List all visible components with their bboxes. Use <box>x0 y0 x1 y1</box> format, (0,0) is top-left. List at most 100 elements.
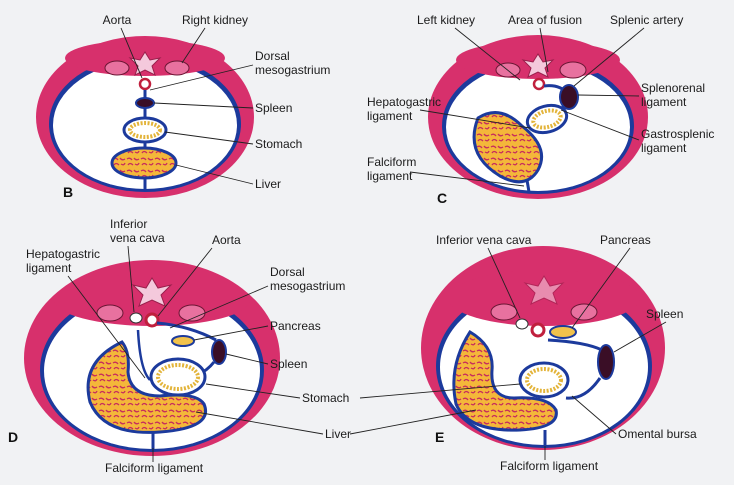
leader-spleen <box>153 102 254 109</box>
label-spleen: Spleen <box>255 101 292 115</box>
leader-liver <box>195 411 324 435</box>
label-splenorenal-2: ligament <box>641 95 687 109</box>
aorta <box>532 77 546 91</box>
label-ivc-1: Inferior <box>110 217 147 231</box>
leader-aorta <box>157 247 213 317</box>
spleen <box>211 339 227 365</box>
leader-splenorenal <box>577 94 640 97</box>
panel-e: Inferior vena cava Pancreas Spleen Oment… <box>349 233 697 473</box>
hepatogastric-membrane <box>136 329 151 381</box>
label-falciform: Falciform ligament <box>500 459 599 473</box>
label-stomach: Stomach <box>302 391 349 405</box>
leader-right-kidney <box>181 27 206 64</box>
leader-hepatogastric <box>67 275 146 379</box>
label-hepatogastric-1: Hepatogastric <box>26 247 100 261</box>
panel-letter-d: D <box>8 429 18 445</box>
right-kidney <box>104 60 130 76</box>
label-omental-bursa: Omental bursa <box>618 427 697 441</box>
label-liver: Liver <box>325 427 351 441</box>
label-spleen: Spleen <box>646 307 683 321</box>
ventral-mesentery <box>525 179 531 193</box>
leader-dorsal <box>149 64 254 91</box>
liver <box>452 329 558 432</box>
leader-splenic-artery <box>573 27 645 87</box>
spleen <box>135 97 155 109</box>
label-liver: Liver <box>255 177 281 191</box>
label-gastrosplenic-2: ligament <box>641 141 687 155</box>
leader-falciform <box>409 171 525 187</box>
leader-spleen <box>613 321 667 353</box>
leader-pancreas <box>193 325 269 341</box>
leader-liver-to-e <box>349 409 477 435</box>
leader-pancreas <box>571 247 631 329</box>
leader-area-fusion <box>539 27 549 73</box>
liver <box>472 111 543 184</box>
panel-c: Left kidney Area of fusion Splenic arter… <box>367 13 714 206</box>
panel-d: Inferior vena cava Aorta Hepatogastric l… <box>8 217 351 475</box>
vertebra <box>128 51 162 76</box>
left-kidney <box>559 61 587 79</box>
dorsal-mesogastrium <box>547 338 603 352</box>
label-dorsal-1: Dorsal <box>270 265 305 279</box>
label-ivc: Inferior vena cava <box>436 233 532 247</box>
leader-ivc <box>487 247 521 319</box>
label-dorsal-1: Dorsal <box>255 49 290 63</box>
stomach-wall <box>156 363 200 391</box>
stomach-wall <box>525 367 563 393</box>
label-area-fusion: Area of fusion <box>508 13 582 27</box>
leader-stomach-to-e <box>359 383 521 399</box>
leader-left-kidney <box>454 27 521 81</box>
label-aorta: Aorta <box>103 13 132 27</box>
right-kidney <box>490 303 518 321</box>
pancreas <box>549 325 577 339</box>
liver <box>86 340 207 434</box>
omental-bursa-membrane <box>565 377 602 400</box>
label-hepatogastric-2: ligament <box>367 109 413 123</box>
right-kidney <box>96 304 124 322</box>
vertebra <box>131 277 173 307</box>
label-hepatogastric-1: Hepatogastric <box>367 95 441 109</box>
label-aorta: Aorta <box>212 233 241 247</box>
label-gastrosplenic-1: Gastrosplenic <box>641 127 714 141</box>
label-falciform: Falciform ligament <box>105 461 204 475</box>
panel-letter-e: E <box>435 429 444 445</box>
leader-spleen <box>225 353 269 365</box>
panel-letter-b: B <box>63 184 73 200</box>
label-falciform-1: Falciform <box>367 155 416 169</box>
label-stomach: Stomach <box>255 137 302 151</box>
label-splenorenal-1: Splenorenal <box>641 81 705 95</box>
pancreas <box>171 335 195 347</box>
left-kidney <box>164 60 190 76</box>
leader-hepatogastric <box>419 109 531 129</box>
label-ivc-2: vena cava <box>110 231 165 245</box>
panel-letter-c: C <box>437 190 447 206</box>
label-dorsal-2: mesogastrium <box>255 63 330 77</box>
spleen <box>559 84 579 110</box>
leader-gastrosplenic <box>560 109 640 141</box>
panel-b: Aorta Right kidney Dorsal mesogastrium S… <box>36 13 330 200</box>
leader-aorta <box>120 27 143 79</box>
label-dorsal-2: mesogastrium <box>270 279 345 293</box>
spleen <box>597 344 615 380</box>
leader-stomach <box>205 383 301 399</box>
inferior-vena-cava <box>515 318 529 330</box>
dorsal-mesogastrium <box>156 321 217 342</box>
inferior-vena-cava <box>129 312 143 324</box>
aorta <box>530 322 546 338</box>
liver <box>110 146 178 180</box>
label-hepatogastric-2: ligament <box>26 261 72 275</box>
label-left-kidney: Left kidney <box>417 13 475 27</box>
leader-stomach <box>164 131 254 145</box>
leader-liver <box>175 164 254 185</box>
label-falciform-2: ligament <box>367 169 413 183</box>
leader-omental-bursa <box>571 395 617 435</box>
vertebra <box>523 275 565 305</box>
leader-ivc <box>127 245 135 313</box>
stomach-wall <box>128 121 162 139</box>
stomach-wall <box>531 108 563 130</box>
label-pancreas: Pancreas <box>600 233 651 247</box>
vertebra <box>521 53 555 78</box>
leader-dorsal <box>169 285 269 329</box>
aorta <box>144 312 160 328</box>
